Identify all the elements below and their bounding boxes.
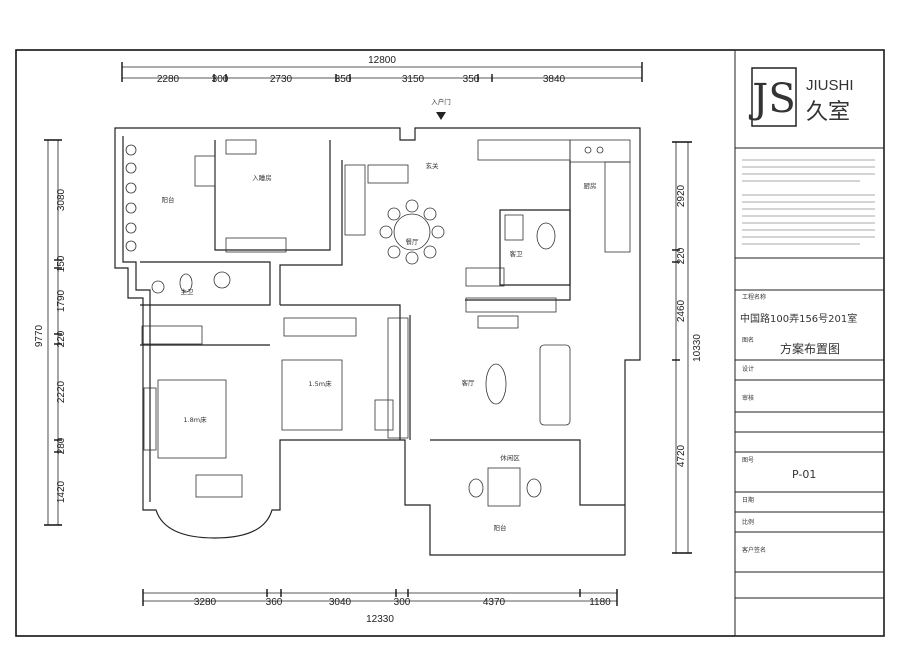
dim-top-total: 12800	[368, 55, 396, 66]
dim-right-3: 2460	[676, 299, 687, 322]
dim-right-2: 220	[676, 247, 687, 264]
notes-text	[742, 159, 875, 245]
drawing-label: 图名	[742, 336, 754, 344]
room-dining-label: 餐厅	[406, 237, 420, 246]
room-master-wc-label: 主卫	[181, 287, 195, 296]
dim-top-1: 2280	[157, 74, 180, 85]
brand-logo: JS JIUSHI 久室	[748, 67, 854, 127]
room-entrance-label: 入户门	[431, 97, 451, 106]
dim-right-total: 10330	[692, 334, 703, 362]
client-label: 客户签名	[742, 546, 766, 554]
dim-bottom-5: 4370	[483, 597, 506, 608]
date-label: 日期	[742, 496, 754, 504]
dim-bottom-1: 3280	[194, 597, 217, 608]
dim-bottom-6: 1180	[589, 597, 611, 608]
entrance-arrow-icon	[436, 112, 446, 120]
dim-left-4: 220	[56, 330, 67, 347]
room-foyer-label: 玄关	[426, 161, 440, 170]
dim-left-1: 3080	[56, 188, 67, 211]
dim-top-6: 350	[463, 74, 480, 85]
brand-name-cn: 久室	[806, 100, 850, 125]
room-kitchen-label: 厨房	[584, 181, 597, 190]
dim-top-3: 2730	[270, 74, 293, 85]
room-balcony-s-label: 阳台	[494, 523, 507, 532]
dim-left-2: 150	[56, 255, 67, 272]
brand-name-en: JIUSHI	[806, 77, 854, 94]
review-label: 审核	[742, 394, 754, 402]
dim-top-7: 3840	[543, 74, 566, 85]
dim-bottom-3: 3040	[329, 597, 352, 608]
dim-bottom-4: 300	[394, 597, 411, 608]
drawing-no-label: 图号	[742, 457, 754, 464]
title-block	[734, 49, 885, 637]
dim-top-2: 300	[212, 74, 229, 85]
dimension-ticks	[44, 62, 692, 606]
furniture	[125, 139, 631, 507]
room-balcony-nw-label: 阳台	[162, 195, 175, 204]
dimension-lines	[47, 66, 689, 602]
room-master-label: 入睡房	[252, 173, 272, 182]
dim-left-3: 1790	[56, 289, 67, 312]
room-master-bed-label: 1.8m床	[183, 415, 207, 424]
dim-bottom-2: 360	[266, 597, 283, 608]
dim-left-6: 280	[56, 437, 67, 454]
dim-top-4: 350	[335, 74, 352, 85]
room-lounge-label: 休闲区	[500, 453, 520, 462]
walls	[114, 127, 641, 556]
scale-label: 比例	[742, 518, 754, 526]
dim-left-5: 2220	[56, 380, 67, 403]
design-label: 设计	[742, 365, 754, 373]
project-name: 中国路100弄156号201室	[740, 312, 857, 325]
dim-right-1: 2920	[676, 184, 687, 207]
dim-left-total: 9770	[34, 324, 45, 347]
drawing-name: 方案布置图	[780, 341, 840, 356]
dim-bottom-total: 12330	[366, 614, 394, 625]
dim-top-5: 3150	[402, 74, 425, 85]
room-living-label: 客厅	[462, 378, 476, 387]
drawing-no: P-01	[792, 468, 816, 481]
project-label: 工程名称	[742, 293, 766, 301]
room-second-bed-label: 1.5m床	[308, 379, 332, 388]
logo-letters: JS	[748, 76, 795, 122]
room-guest-wc-label: 客卫	[510, 249, 524, 258]
dim-left-7: 1420	[56, 480, 67, 503]
dim-right-4: 4720	[676, 444, 687, 467]
